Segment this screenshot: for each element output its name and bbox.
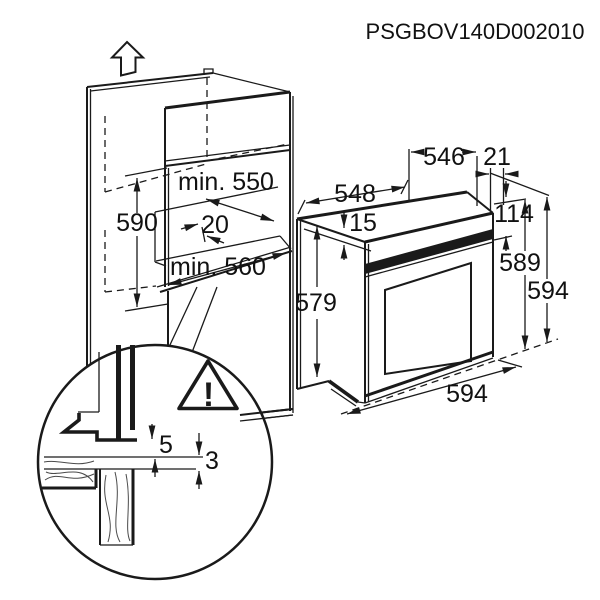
dim-oven-side-height: 579 bbox=[295, 289, 337, 317]
drawing-code: PSGBOV140D002010 bbox=[366, 19, 585, 44]
dim-oven-protrusion: 21 bbox=[483, 143, 511, 171]
dim-oven-body-height: 589 bbox=[499, 249, 541, 277]
dim-oven-top-clearance: 15 bbox=[349, 209, 377, 237]
detail-leader bbox=[168, 286, 218, 356]
dim-oven-overall-height: 594 bbox=[527, 277, 569, 305]
dim-oven-body-width: 546 bbox=[423, 143, 465, 171]
dim-control-panel-height: 114 bbox=[494, 200, 534, 228]
detail-circle: ! bbox=[36, 343, 294, 581]
up-arrow-icon bbox=[109, 40, 146, 77]
dim-detail-clearance: 5 bbox=[159, 431, 173, 459]
dim-niche-depth-min: min. 550 bbox=[178, 168, 274, 196]
oven-drawing bbox=[296, 148, 559, 415]
labels: PSGBOV140D002010 590 min. 550 20 min. 56… bbox=[116, 19, 584, 475]
dim-niche-width-min: min. 560 bbox=[170, 253, 266, 281]
dim-niche-height: 590 bbox=[116, 209, 158, 237]
dim-oven-body-depth: 548 bbox=[334, 180, 376, 208]
dim-detail-shelf-lip: 3 bbox=[205, 447, 219, 475]
warning-triangle-icon: ! bbox=[177, 359, 239, 414]
dim-rear-gap: 20 bbox=[201, 211, 229, 239]
warning-exclamation: ! bbox=[203, 376, 214, 414]
dim-oven-front-width: 594 bbox=[446, 380, 488, 408]
